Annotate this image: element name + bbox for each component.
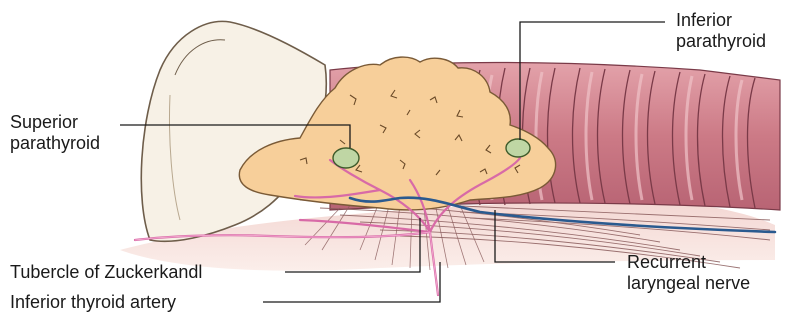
label-recurrent-laryngeal-nerve: Recurrent laryngeal nerve: [627, 252, 750, 294]
superior-parathyroid: [333, 148, 359, 168]
label-inferior-thyroid-artery: Inferior thyroid artery: [10, 292, 176, 313]
label-line: Recurrent: [627, 252, 750, 273]
thyroid-cartilage: [141, 21, 326, 241]
label-line: Superior: [10, 112, 100, 133]
label-inferior-parathyroid: Inferior parathyroid: [676, 10, 766, 52]
label-line: laryngeal nerve: [627, 273, 750, 294]
label-line: Inferior: [676, 10, 766, 31]
label-superior-parathyroid: Superior parathyroid: [10, 112, 100, 154]
inferior-parathyroid: [506, 139, 530, 157]
label-line: parathyroid: [676, 31, 766, 52]
label-tubercle: Tubercle of Zuckerkandl: [10, 262, 202, 283]
label-line: parathyroid: [10, 133, 100, 154]
